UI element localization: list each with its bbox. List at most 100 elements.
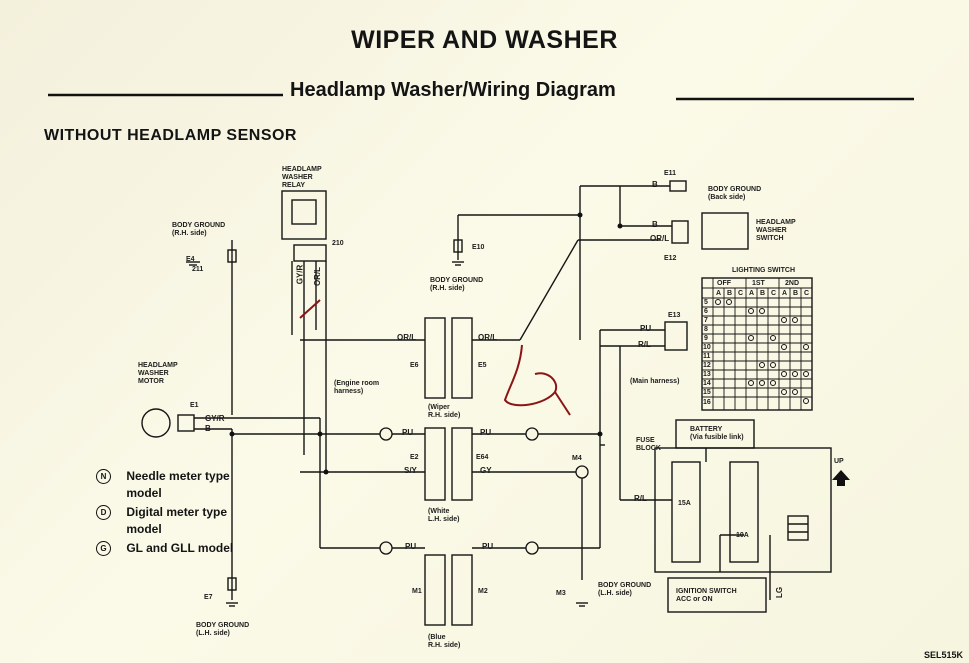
wire-b-motor: B	[205, 424, 211, 433]
ls-pos-2nd: 2ND	[785, 280, 800, 287]
ground-symbols	[186, 261, 588, 607]
ignition-switch-box	[667, 577, 767, 613]
diagram-subtitle: Headlamp Washer/Wiring Diagram	[290, 79, 616, 101]
ls-row-7: 12	[703, 362, 711, 369]
connector-c16: M4	[572, 455, 582, 462]
fuse-block-label: FUSE BLOCK	[636, 437, 661, 452]
connector-c15: E2	[410, 454, 419, 461]
connector-c3: E10	[472, 244, 485, 251]
fuse-block-outline	[654, 447, 832, 573]
legend-row-needle: N Needle meter type model	[96, 468, 236, 502]
connector-block-blue-a	[424, 554, 446, 626]
wire-orl-switch: OR/L	[650, 234, 670, 243]
legend-text-digital: Digital meter type model	[126, 505, 228, 536]
wire-sy: S/Y	[404, 466, 417, 475]
ls-row-4: 9	[704, 335, 708, 342]
battery-label: BATTERY (Via fusible link)	[690, 426, 744, 441]
washer-motor-symbol	[141, 408, 171, 438]
wire-orl-relay: OR/L	[313, 266, 323, 287]
connector-c4: E11	[664, 170, 677, 177]
ls-pos-1st: 1ST	[752, 280, 765, 287]
junction-dots	[229, 212, 623, 475]
ls-row-5: 10	[703, 344, 711, 351]
connector-c17: E4	[186, 256, 195, 263]
harness-engine-room: (Engine room harness)	[334, 380, 380, 395]
relay-connector	[293, 244, 327, 262]
connector-block-wiper-b	[451, 317, 473, 399]
harness-main: (Main harness)	[630, 378, 680, 385]
ls-col-7: B	[793, 290, 799, 297]
wire-lg-ign: LG	[775, 586, 785, 599]
diagram-code: SEL515K	[923, 650, 963, 660]
lighting-switch-contacts	[715, 299, 809, 404]
connector-block-white-a	[424, 427, 446, 501]
ls-row-9: 14	[703, 380, 711, 387]
ls-row-1: 6	[704, 308, 708, 315]
diagram-title: WIPER AND WASHER	[351, 26, 618, 54]
marker-annotation	[299, 299, 571, 416]
connector-block-white-b	[451, 427, 473, 501]
ls-col-3: A	[749, 290, 755, 297]
legend-symbol-gl: G	[96, 541, 111, 557]
harness-wiper: (Wiper R.H. side)	[428, 404, 461, 419]
wire-rl-fuse: R/L	[634, 494, 647, 503]
ls-row-2: 7	[704, 317, 708, 324]
wire-pu-bottom-left: PU	[405, 542, 417, 551]
connector-c12: M2	[478, 588, 488, 595]
connector-c1: 210	[332, 240, 344, 247]
wire-b-back: B	[652, 180, 658, 189]
wire-b-switch: B	[652, 220, 658, 229]
connector-c2: 211	[192, 266, 204, 273]
legend-text-needle: Needle meter type model	[126, 469, 230, 500]
ls-row-6: 11	[703, 353, 711, 360]
harness-white: (White L.H. side)	[428, 508, 460, 523]
connector-c7: E6	[410, 362, 419, 369]
washer-switch-label: HEADLAMP WASHER SWITCH	[756, 219, 796, 242]
battery-box	[675, 419, 755, 449]
ls-row-0: 5	[704, 299, 708, 306]
wire-orl-right: OR/L	[478, 333, 498, 342]
ls-col-4: B	[760, 290, 766, 297]
ground-label-rh-top: BODY GROUND (R.H. side)	[172, 222, 226, 237]
connector-c10: E1	[190, 402, 199, 409]
ground-label-lh-right: BODY GROUND (L.H. side)	[598, 582, 652, 597]
ls-row-11: 16	[703, 399, 711, 406]
wire-pu-left: PU	[402, 428, 414, 437]
legend-row-gl: G GL and GLL model	[96, 540, 236, 557]
fuse-1: 15A	[678, 500, 691, 507]
legend-text-gl: GL and GLL model	[126, 541, 234, 555]
connector-c8: E5	[478, 362, 487, 369]
ls-col-1: B	[727, 290, 733, 297]
connector-c9: E64	[476, 454, 489, 461]
section-heading: WITHOUT HEADLAMP SENSOR	[44, 127, 297, 144]
lighting-switch-grid	[702, 278, 812, 410]
wire-pu-right: PU	[480, 428, 492, 437]
connector-block-wiper-a	[424, 317, 446, 399]
ls-col-0: A	[716, 290, 722, 297]
ground-label-rh-mid: BODY GROUND (R.H. side)	[430, 277, 484, 292]
up-arrow-icon	[832, 470, 850, 486]
ls-row-8: 13	[703, 371, 711, 378]
wire-gyr-relay: GY/R	[295, 264, 305, 285]
ls-row-10: 15	[703, 389, 711, 396]
legend-row-digital: D Digital meter type model	[96, 504, 236, 538]
relay-box	[281, 190, 327, 240]
washer-switch-box	[701, 212, 749, 250]
harness-blue: (Blue R.H. side)	[428, 634, 461, 649]
ls-col-6: A	[782, 290, 788, 297]
wire-option-markers	[379, 427, 589, 555]
ls-col-2: C	[738, 290, 744, 297]
connector-c14: M3	[556, 590, 566, 597]
ls-col-5: C	[771, 290, 777, 297]
wire-gy: GY	[480, 466, 492, 475]
lighting-switch-label: LIGHTING SWITCH	[732, 267, 795, 274]
ls-pos-off: OFF	[717, 280, 731, 287]
motor-label: HEADLAMP WASHER MOTOR	[138, 362, 178, 385]
wire-rl-main: R/L	[638, 340, 651, 349]
legend-symbol-needle: N	[96, 469, 111, 485]
wire-orl-left: OR/L	[397, 333, 417, 342]
connector-c5: E12	[664, 255, 677, 262]
ignition-switch-label: IGNITION SWITCH ACC or ON	[676, 588, 737, 603]
connector-block-blue-b	[451, 554, 473, 626]
